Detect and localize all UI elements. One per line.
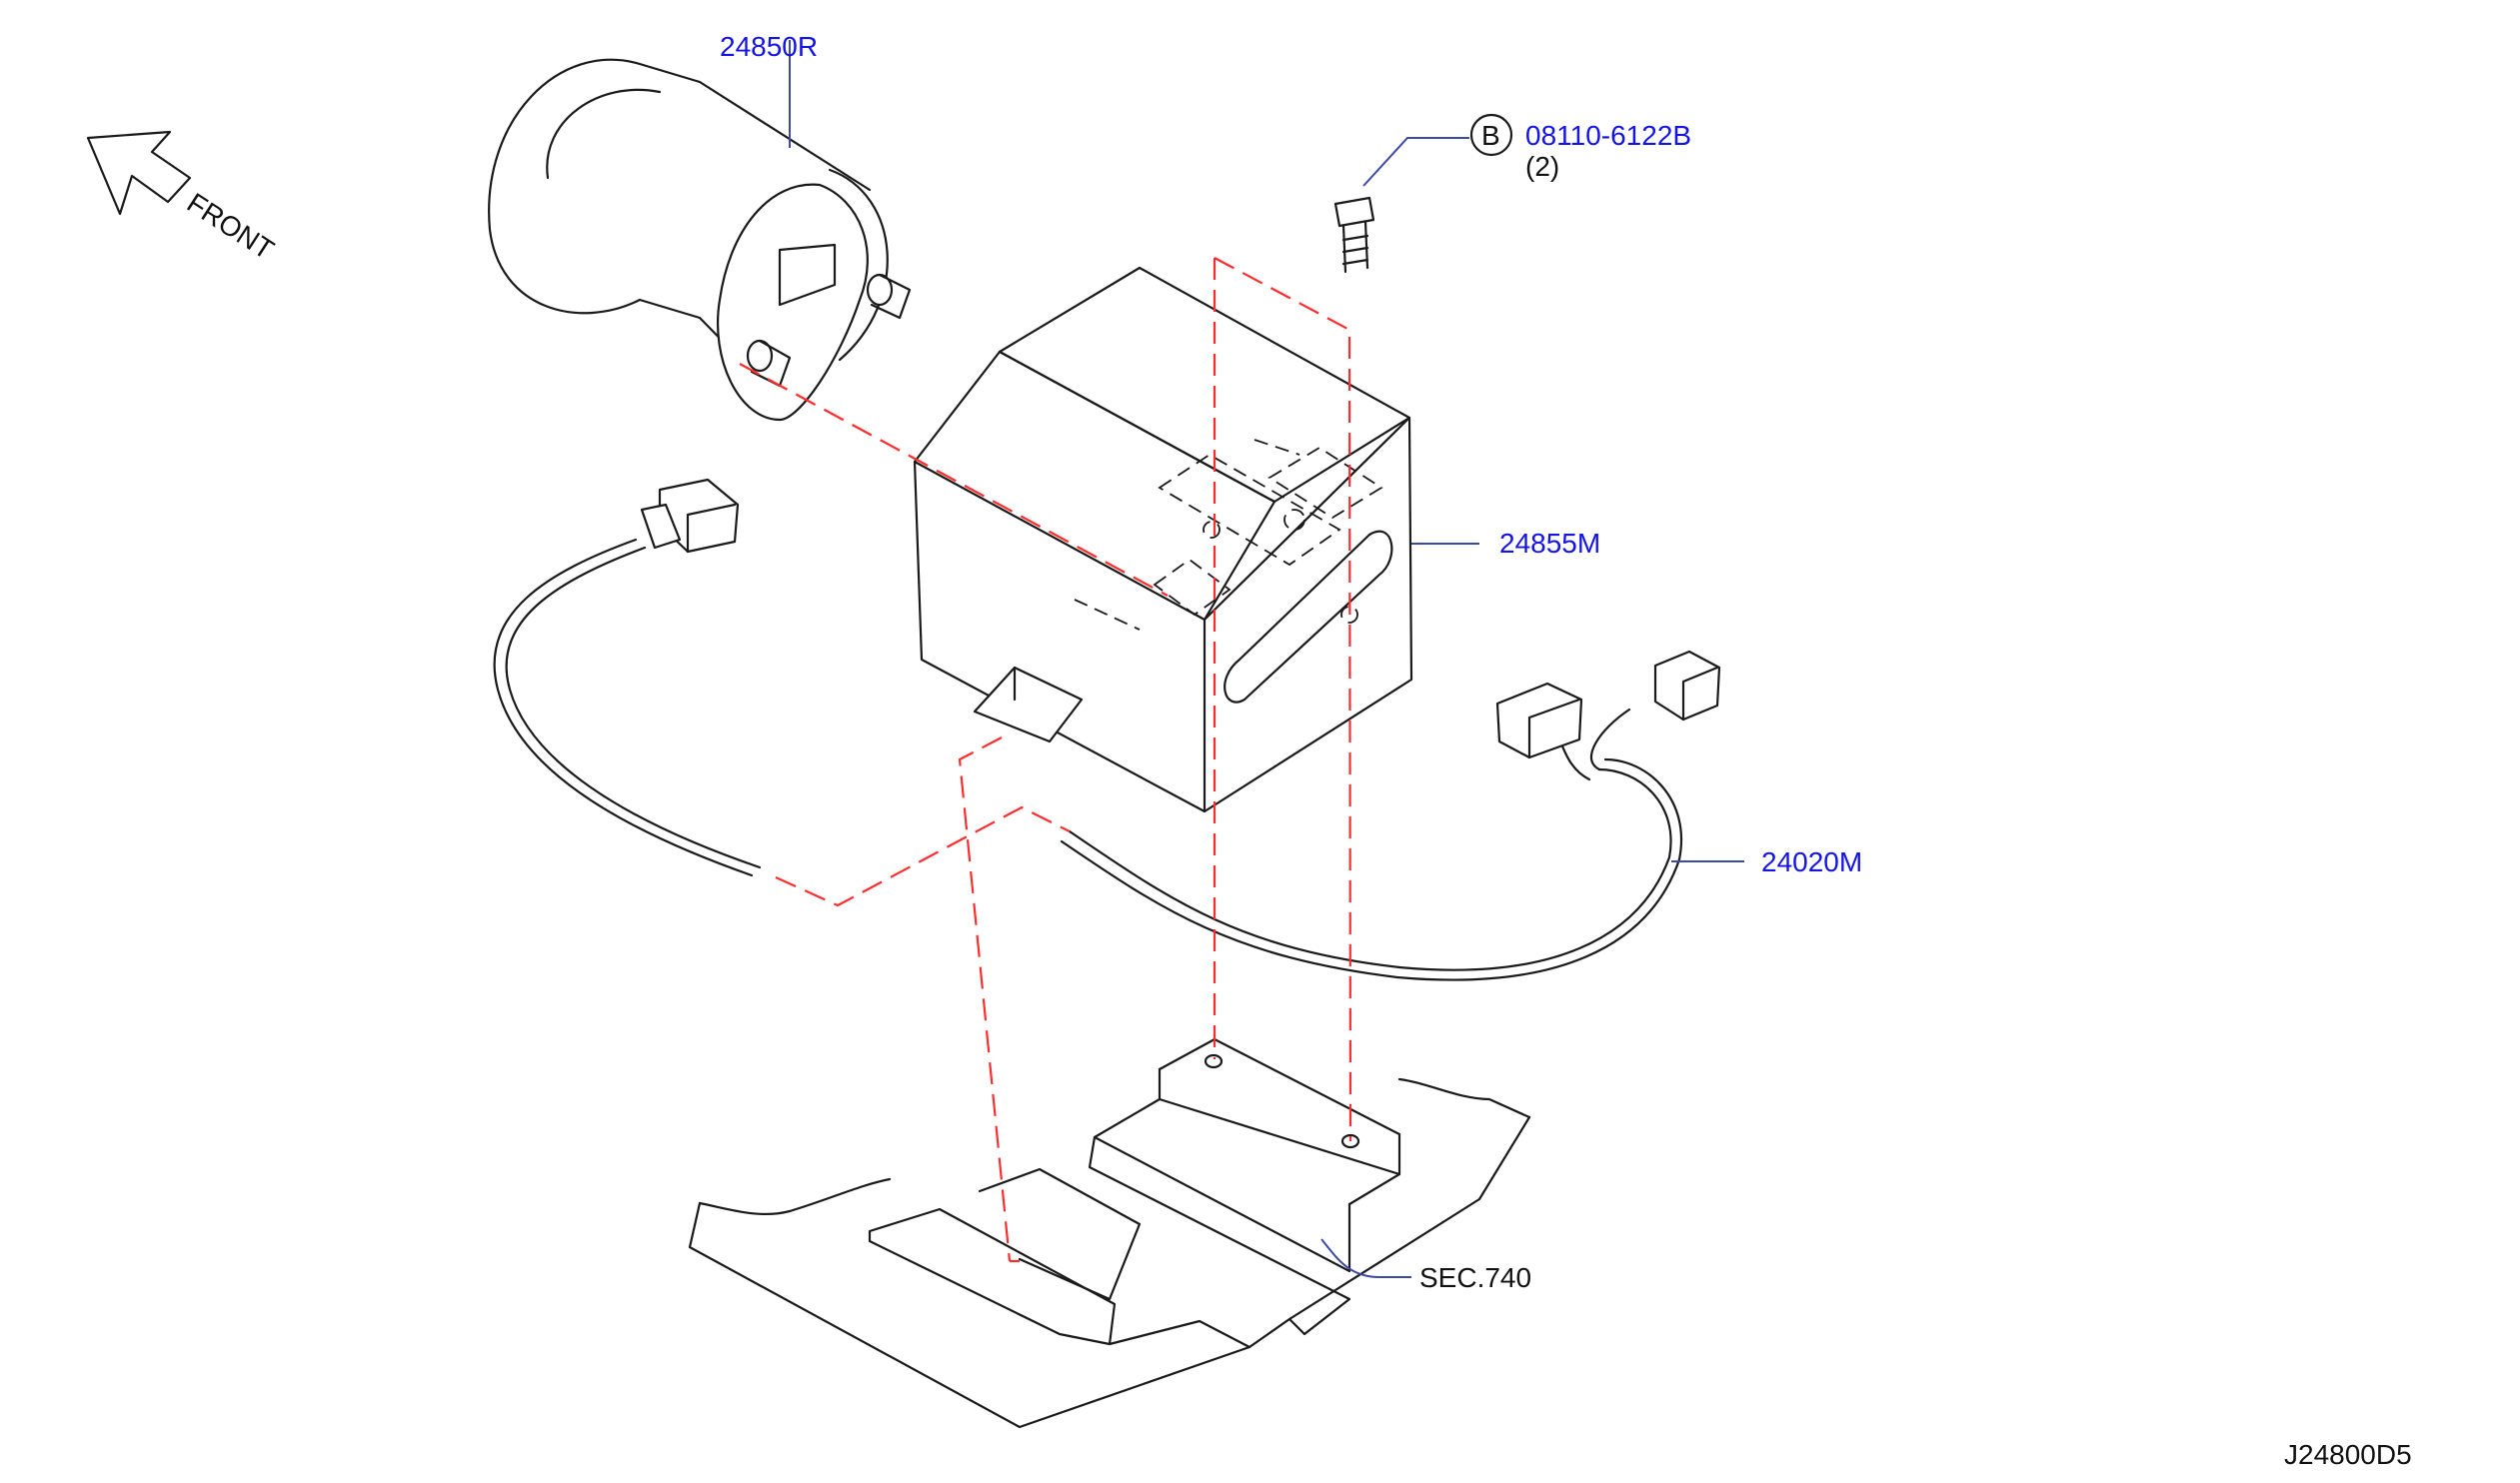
callout-b-letter: B <box>1481 120 1500 151</box>
sensor-unit <box>488 58 912 422</box>
front-label: FRONT <box>182 187 280 266</box>
bolt-quantity: (2) <box>1525 151 1559 182</box>
right-connector-b-icon <box>1653 650 1721 722</box>
part-number-24855M: 24855M <box>1499 528 1600 559</box>
bracket <box>913 266 1413 813</box>
callout-b-circle <box>1469 113 1513 157</box>
floor-panel <box>688 1037 1531 1429</box>
left-connector-icon <box>640 478 740 554</box>
part-number-24020M: 24020M <box>1761 846 1862 877</box>
front-arrow-icon <box>86 130 192 216</box>
diagram-id: J24800D5 <box>2284 1439 2412 1470</box>
right-connector-a-icon <box>1495 682 1583 759</box>
wire-harness <box>493 538 1682 981</box>
phantom-lines <box>739 257 1352 1263</box>
part-number-08110-6122B: 08110-6122B <box>1525 120 1691 151</box>
part-number-24850R: 24850R <box>720 31 818 62</box>
bolt-icon <box>1333 196 1375 274</box>
section-ref-740: SEC.740 <box>1419 1262 1531 1293</box>
